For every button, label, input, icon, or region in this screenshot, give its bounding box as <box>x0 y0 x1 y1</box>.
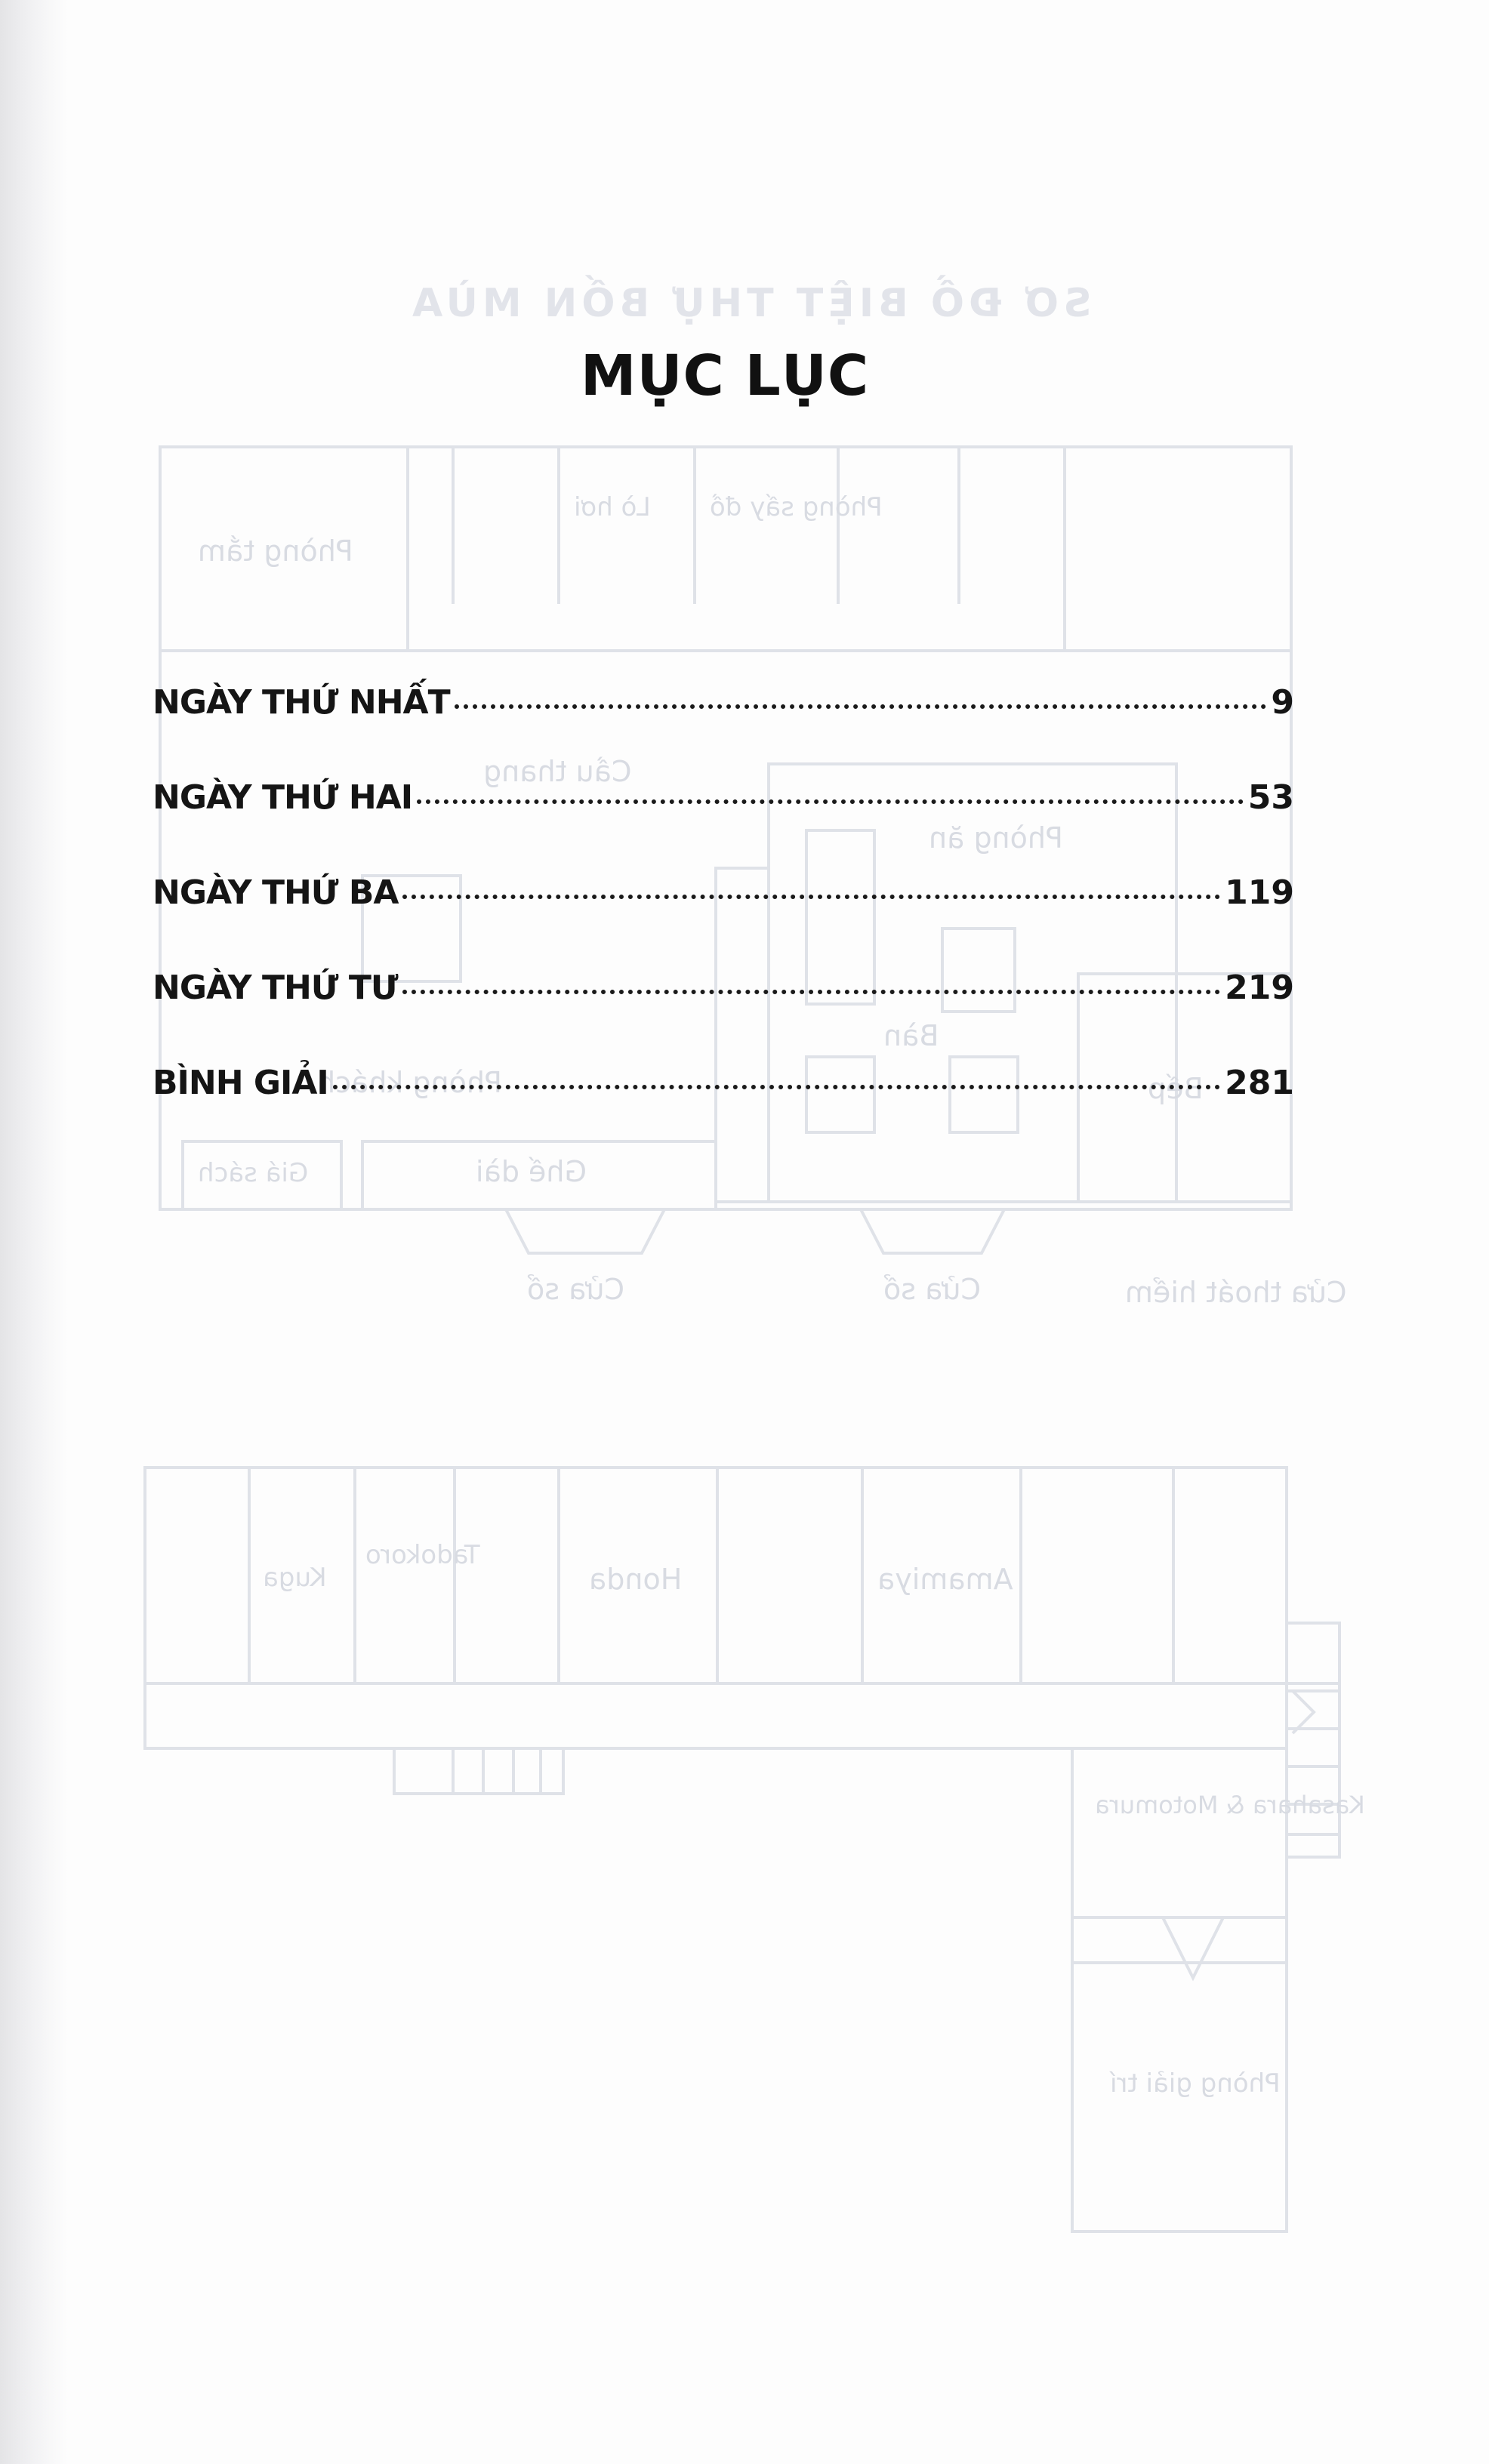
show-through-label: Phòng tắm <box>198 534 353 568</box>
toc-entry-page: 53 <box>1247 778 1294 817</box>
toc-entry[interactable]: NGÀY THỨ NHẤT 9 <box>153 683 1294 778</box>
toc-entry-label: NGÀY THỨ HAI <box>153 778 413 817</box>
toc-entry-label: NGÀY THỨ TƯ <box>153 969 399 1007</box>
show-through-label: Giá sách <box>198 1158 309 1188</box>
toc-entry-page: 281 <box>1225 1064 1294 1102</box>
show-through-label: Kasahara & Motomura <box>1095 1791 1365 1819</box>
toc-dot-leader <box>332 1085 1221 1089</box>
show-through-label: Phòng giải trí <box>1110 2068 1281 2099</box>
show-through-label: Cửa sổ <box>883 1273 982 1306</box>
show-through-label: Lò hơi <box>574 492 651 522</box>
show-through-label: Amamiya <box>877 1563 1013 1596</box>
toc-dot-leader <box>402 990 1221 994</box>
show-through-label: Kuga <box>263 1563 327 1593</box>
toc-entry-label: BÌNH GIẢI <box>153 1064 329 1102</box>
toc-entry-page: 9 <box>1271 683 1294 722</box>
table-of-contents: NGÀY THỨ NHẤT 9 NGÀY THỨ HAI 53 NGÀY THỨ… <box>153 683 1294 1159</box>
show-through-label: Tadokoro <box>365 1540 480 1570</box>
show-through-label: Cửa sổ <box>527 1273 625 1306</box>
show-through-label: Honda <box>589 1563 683 1596</box>
show-through-label: Phòng sấy đồ <box>710 492 883 522</box>
page-title: MỤC LỤC <box>580 343 870 408</box>
toc-dot-leader <box>454 704 1267 709</box>
page-binding-shadow <box>0 0 68 2464</box>
toc-entry[interactable]: NGÀY THỨ TƯ 219 <box>153 969 1294 1064</box>
toc-entry[interactable]: NGÀY THỨ HAI 53 <box>153 778 1294 873</box>
toc-entry-page: 119 <box>1225 873 1294 912</box>
toc-dot-leader <box>402 895 1221 899</box>
toc-entry-label: NGÀY THỨ NHẤT <box>153 683 451 722</box>
toc-entry[interactable]: BÌNH GIẢI 281 <box>153 1064 1294 1159</box>
show-through-label: Cửa thoát hiểm <box>1125 1276 1347 1309</box>
toc-dot-leader <box>417 799 1244 804</box>
show-through-label: Ghế dài <box>476 1155 587 1188</box>
toc-entry-page: 219 <box>1225 969 1294 1007</box>
toc-entry-label: NGÀY THỨ BA <box>153 873 399 912</box>
show-through-title: SƠ ĐỒ BIỆT THỰ BỐN MÙA <box>408 281 1092 326</box>
toc-entry[interactable]: NGÀY THỨ BA 119 <box>153 873 1294 969</box>
